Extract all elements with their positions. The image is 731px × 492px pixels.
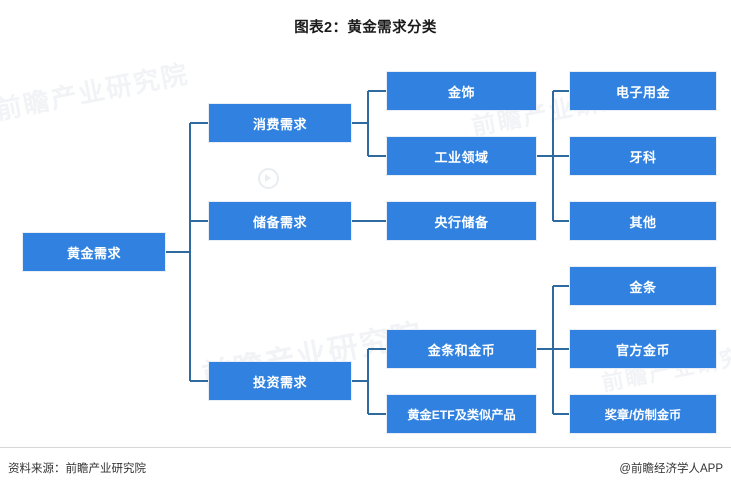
node-jewelry[interactable]: 金饰 xyxy=(386,71,537,111)
node-industrial[interactable]: 工业领域 xyxy=(386,136,537,176)
node-medals-replica-coins[interactable]: 奖章/仿制金币 xyxy=(569,394,717,434)
node-dental[interactable]: 牙科 xyxy=(569,136,717,176)
node-gold-etf[interactable]: 黄金ETF及类似产品 xyxy=(386,394,537,434)
node-label: 官方金币 xyxy=(615,342,670,358)
node-label: 消费需求 xyxy=(252,116,307,132)
node-label: 其他 xyxy=(629,214,657,230)
node-gold-bars[interactable]: 金条 xyxy=(569,266,717,306)
credit-text: @前瞻经济学人APP xyxy=(619,463,723,475)
page-title: 图表2：黄金需求分类 xyxy=(294,20,437,36)
node-consumer-demand[interactable]: 消费需求 xyxy=(208,103,352,143)
node-label: 央行储备 xyxy=(434,214,489,230)
node-label: 电子用金 xyxy=(615,84,670,100)
node-label: 黄金需求 xyxy=(66,245,121,261)
node-label: 金条 xyxy=(629,279,657,295)
node-label: 工业领域 xyxy=(434,149,489,165)
node-label: 金条和金币 xyxy=(427,342,496,358)
node-official-coins[interactable]: 官方金币 xyxy=(569,329,717,369)
node-bars-and-coins[interactable]: 金条和金币 xyxy=(386,329,537,369)
node-label: 金饰 xyxy=(447,84,475,100)
node-label: 投资需求 xyxy=(252,374,307,390)
node-other[interactable]: 其他 xyxy=(569,201,717,241)
footer-divider xyxy=(0,447,731,448)
node-central-bank-reserves[interactable]: 央行储备 xyxy=(386,201,537,241)
source-text: 资料来源：前瞻产业研究院 xyxy=(8,463,146,475)
node-label: 奖章/仿制金币 xyxy=(604,408,682,422)
node-investment-demand[interactable]: 投资需求 xyxy=(208,361,352,401)
node-label: 牙科 xyxy=(629,149,657,165)
node-gold-demand[interactable]: 黄金需求 xyxy=(22,232,166,272)
node-electronics[interactable]: 电子用金 xyxy=(569,71,717,111)
node-reserve-demand[interactable]: 储备需求 xyxy=(208,201,352,241)
node-label: 储备需求 xyxy=(252,214,307,230)
node-label: 黄金ETF及类似产品 xyxy=(407,408,516,422)
